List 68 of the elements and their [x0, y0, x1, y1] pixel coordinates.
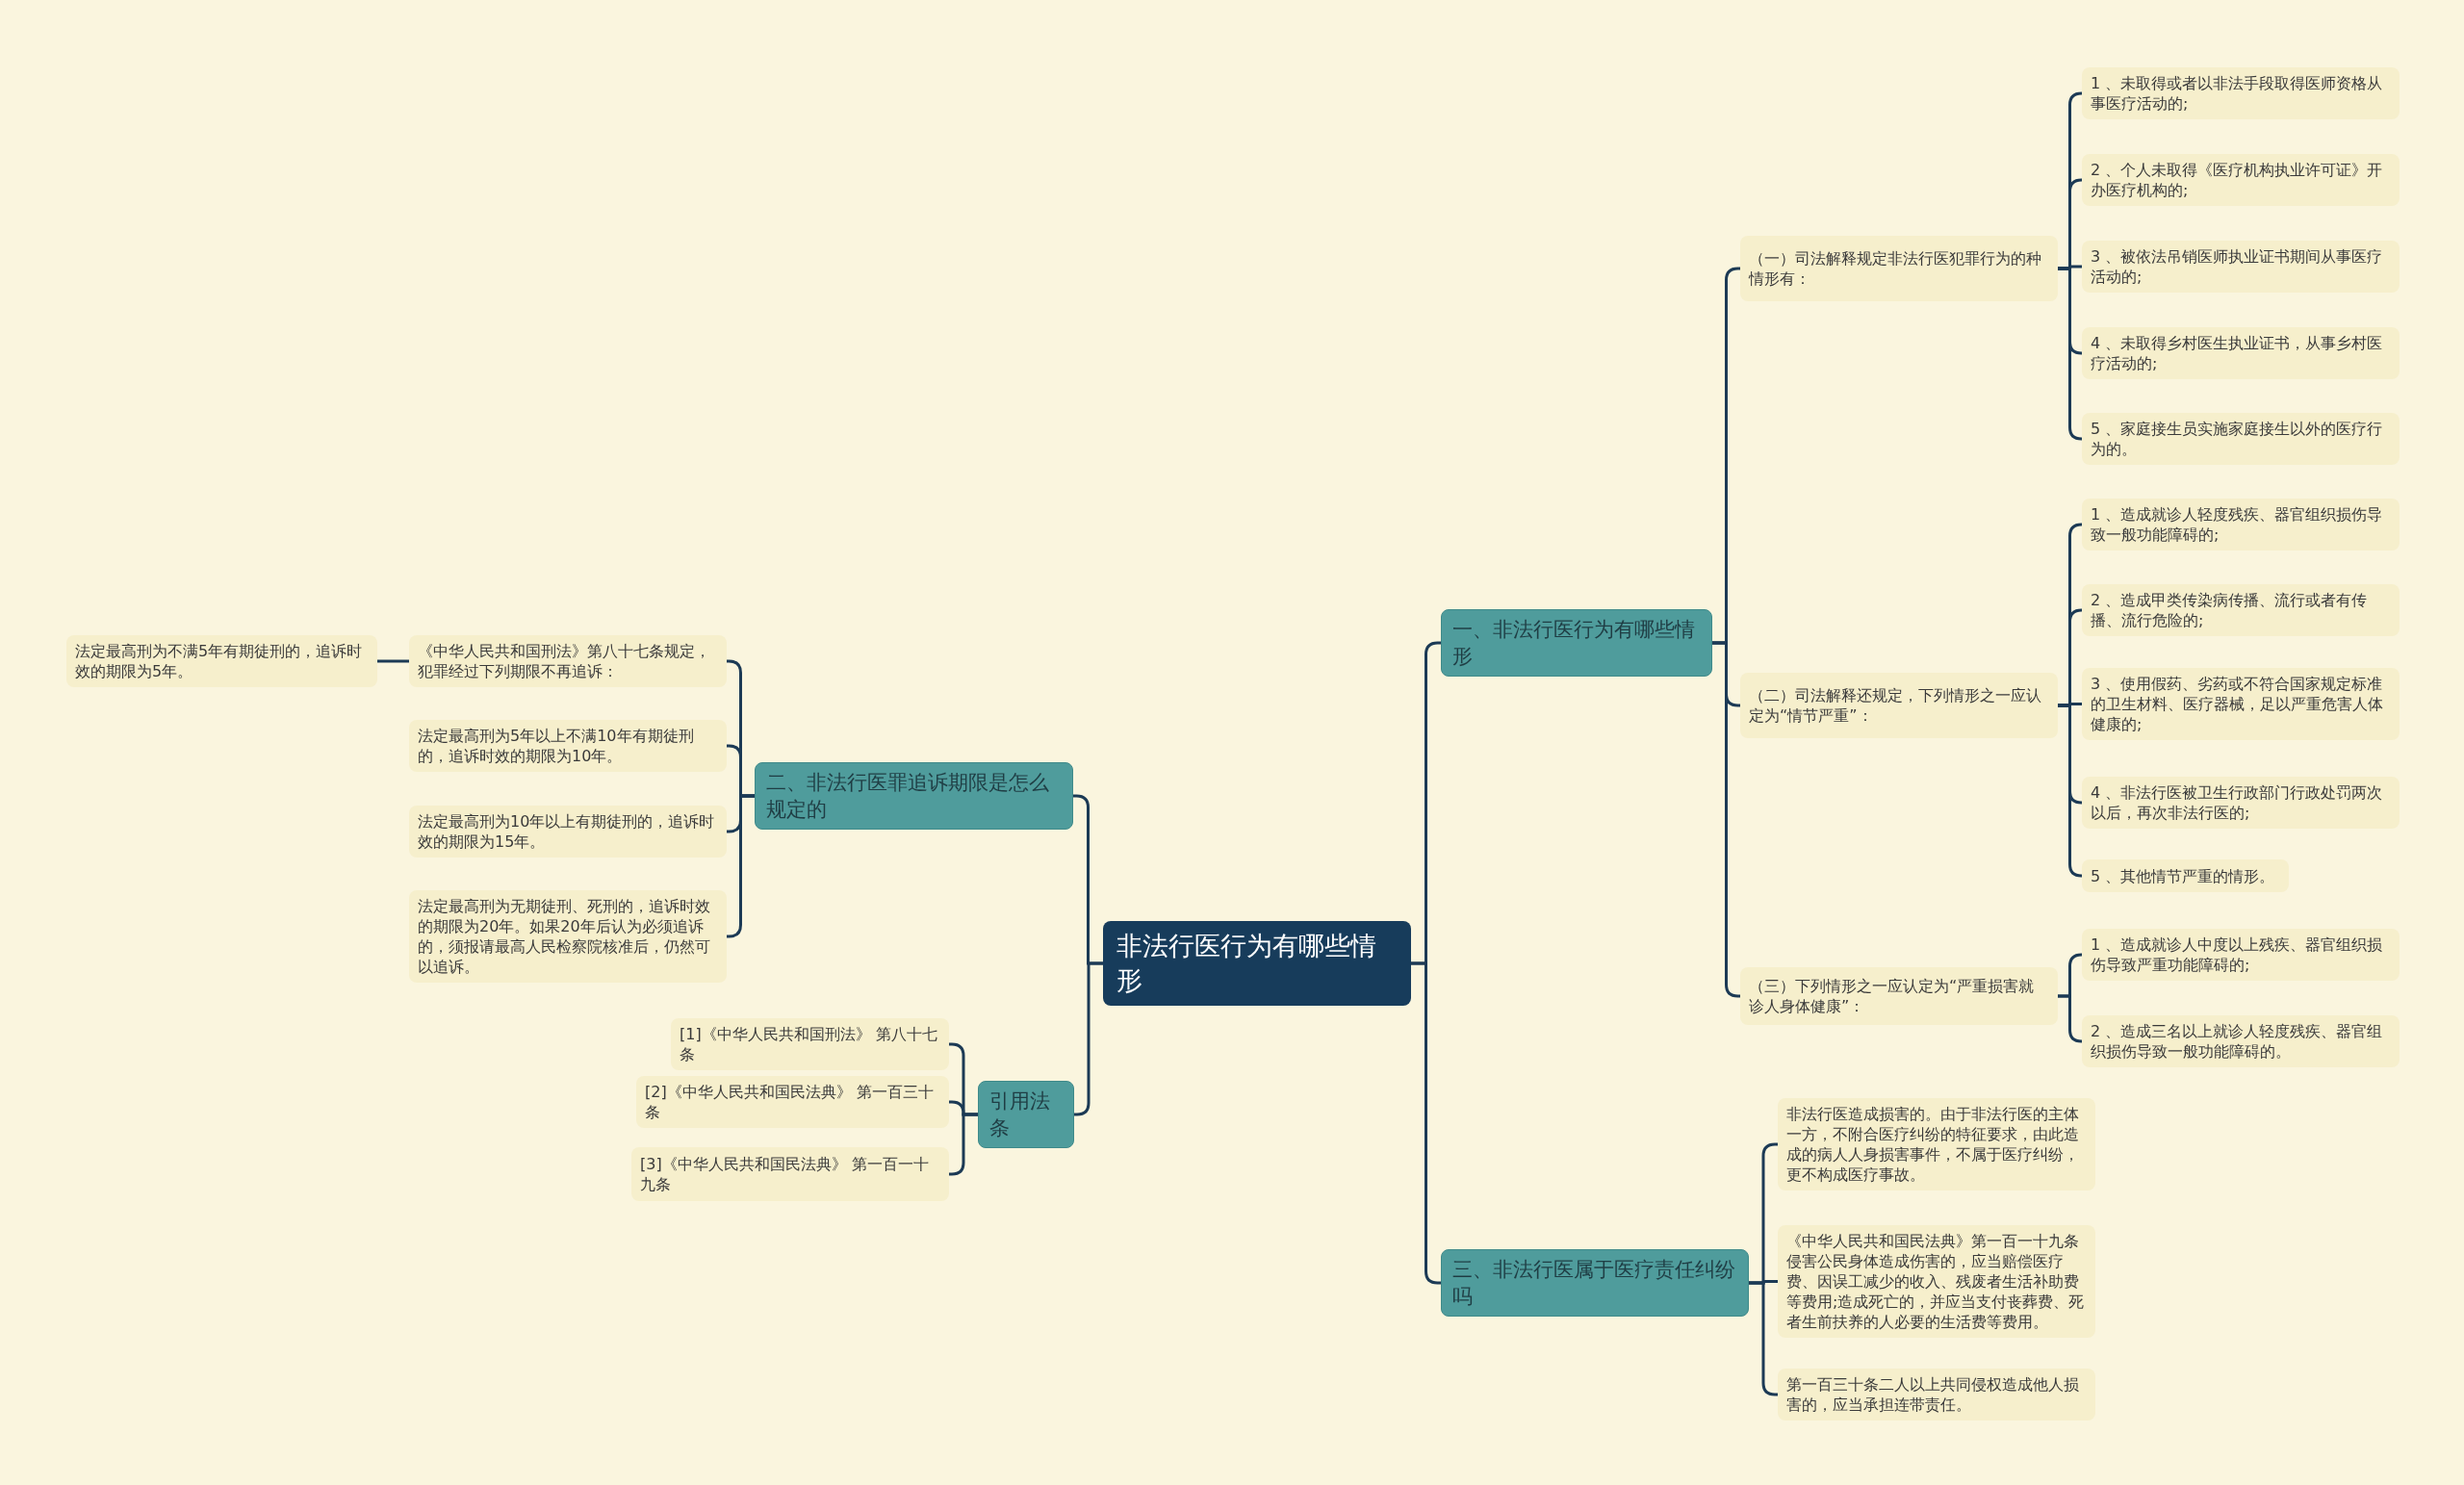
note-box [2082, 777, 2400, 829]
note-box [1778, 1225, 2095, 1338]
topic-text: 非法行医行为有哪些情形 [1116, 930, 1377, 997]
note-box [2082, 1015, 2400, 1067]
connector-line [377, 659, 409, 663]
note-text: 3 、使用假药、劣药或不符合国家规定标准的卫生材料、医疗器械，足以严重危害人体健康的; [2091, 674, 2384, 734]
note-box [2082, 859, 2289, 892]
note-text: （二）司法解释还规定，下列情形之一应认定为“情节严重”： [1749, 685, 2042, 726]
note-box [1740, 236, 2058, 301]
topic-text: 一、非法行医行为有哪些情形 [1452, 617, 1696, 670]
branch-topic-box [755, 762, 1073, 830]
note-text: 《中华人民共和国刑法》第八十七条规定，犯罪经过下列期限不再追诉： [418, 641, 711, 681]
note-text: 1 、未取得或者以非法手段取得医师资格从事医疗活动的; [2091, 73, 2384, 114]
topic-text: 引用法条 [989, 1088, 1051, 1141]
branch-topic-box [978, 1081, 1074, 1148]
note-box [2082, 668, 2400, 740]
note-box [2082, 241, 2400, 293]
note-text: 法定最高刑为无期徒刑、死刑的，追诉时效的期限为20年。如果20年后认为必须追诉的，须报请最高人民检察院核准后，仍然可以追诉。 [418, 896, 711, 977]
note-box [636, 1076, 949, 1128]
note-text: 2 、造成甲类传染病传播、流行或者有传播、流行危险的; [2091, 590, 2369, 630]
note-box [409, 806, 727, 858]
note-text: 法定最高刑为10年以上有期徒刑的，追诉时效的期限为15年。 [418, 811, 716, 852]
note-text: 1 、造成就诊人中度以上残疾、器官组织损伤导致严重功能障碍的; [2091, 935, 2384, 975]
connector-line [727, 794, 755, 938]
note-box [409, 720, 727, 772]
note-box [409, 635, 727, 687]
note-text: 1 、造成就诊人轻度残疾、器官组织损伤导致一般功能障碍的; [2091, 504, 2384, 545]
note-text: [3]《中华人民共和国民法典》 第一百一十九条 [640, 1154, 930, 1194]
note-text: 法定最高刑为5年以上不满10年有期徒刑的，追诉时效的期限为10年。 [418, 726, 695, 766]
connector-line [2058, 267, 2083, 441]
note-text: （三）下列情形之一应认定为“严重损害就诊人身体健康”： [1749, 976, 2036, 1016]
note-box [1778, 1369, 2095, 1421]
note-text: 5 、其他情节严重的情形。 [2091, 865, 2275, 886]
note-box [1740, 967, 2058, 1025]
note-text: （一）司法解释规定非法行医犯罪行为的种情形有： [1749, 248, 2042, 289]
branch-topic-box [1441, 1249, 1749, 1317]
note-text: 4 、非法行医被卫生行政部门行政处罚两次以后，再次非法行医的; [2091, 782, 2384, 823]
topic-text: 三、非法行医属于医疗责任纠纷吗 [1452, 1257, 1736, 1310]
note-box [2082, 929, 2400, 981]
note-box [1740, 673, 2058, 738]
note-text: 2 、个人未取得《医疗机构执业许可证》开办医疗机构的; [2091, 160, 2384, 200]
note-box [2082, 67, 2400, 119]
note-text: 5 、家庭接生员实施家庭接生以外的医疗行为的。 [2091, 419, 2384, 459]
note-text: 《中华人民共和国民法典》第一百一十九条侵害公民身体造成伤害的，应当赔偿医疗费、因误工减少的收入、残废者生活补助费等费用;造成死亡的，并应当支付丧葬费、死者生前扶养的人必要的生活费等费用。 [1786, 1231, 2086, 1332]
note-box [66, 635, 377, 687]
note-box [409, 890, 727, 983]
note-box [1778, 1098, 2095, 1191]
note-box [2082, 584, 2400, 636]
note-text: 3 、被依法吊销医师执业证书期间从事医疗活动的; [2091, 246, 2384, 287]
topic-text: 二、非法行医罪追诉期限是怎么规定的 [766, 770, 1050, 823]
note-box [2082, 413, 2400, 465]
note-box [631, 1147, 949, 1201]
note-box [2082, 499, 2400, 550]
note-text: 第一百三十条二人以上共同侵权造成他人损害的，应当承担连带责任。 [1786, 1374, 2080, 1415]
note-text: 法定最高刑为不满5年有期徒刑的，追诉时效的期限为5年。 [75, 641, 364, 681]
note-text: [2]《中华人民共和国民法典》 第一百三十条 [645, 1082, 935, 1122]
note-box [2082, 154, 2400, 206]
note-text: 非法行医造成损害的。由于非法行医的主体一方，不附合医疗纠纷的特征要求，由此造成的病人人身损害事件，不属于医疗纠纷，更不构成医疗事故。 [1786, 1104, 2080, 1185]
central-topic-box [1103, 921, 1411, 1006]
connector-line [2058, 704, 2083, 878]
note-text: 2 、造成三名以上就诊人轻度残疾、器官组织损伤导致一般功能障碍的。 [2091, 1021, 2384, 1062]
connector-line [2058, 994, 2083, 1043]
note-box [2082, 327, 2400, 379]
branch-topic-box [1441, 609, 1712, 677]
note-box [671, 1018, 949, 1070]
connector-line [1712, 641, 1741, 998]
note-text: [1]《中华人民共和国刑法》 第八十七条 [680, 1024, 938, 1064]
note-text: 4 、未取得乡村医生执业证书，从事乡村医疗活动的; [2091, 333, 2384, 373]
